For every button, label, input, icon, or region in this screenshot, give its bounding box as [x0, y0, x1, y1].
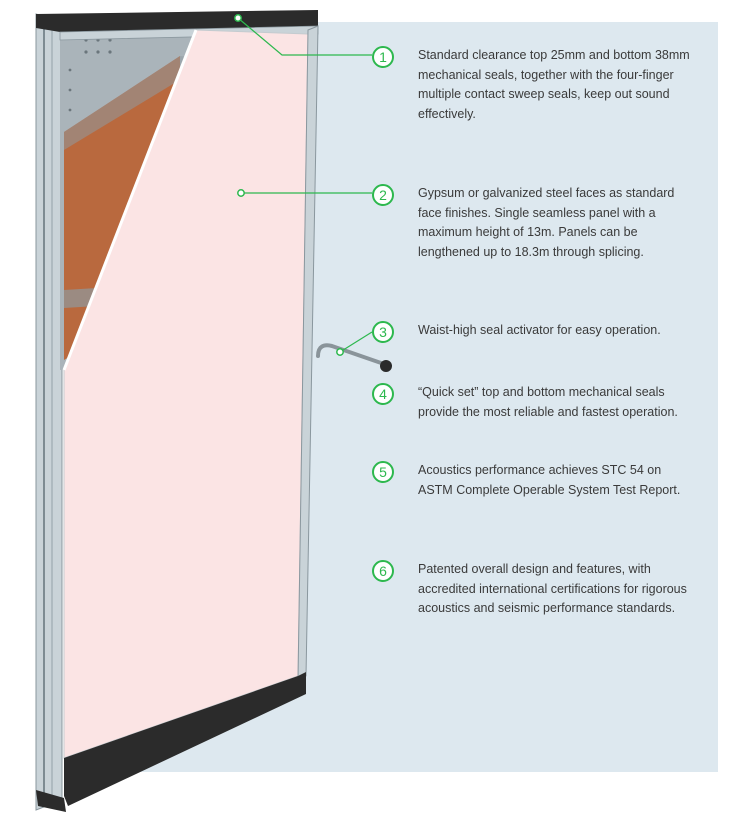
- panel-left-stile: [35, 13, 63, 811]
- callout-text: Patented overall design and features, wi…: [418, 562, 687, 615]
- callout-number-badge: 5: [372, 461, 394, 483]
- callout-leader-lines: [237, 17, 373, 353]
- anchor-dot-2: [237, 189, 245, 197]
- callout-text: “Quick set” top and bottom mechanical se…: [418, 385, 678, 419]
- callout-text: Gypsum or galvanized steel faces as stan…: [418, 186, 675, 259]
- bottom-white-strip: [212, 790, 750, 828]
- panel-bottom-seal: [64, 672, 306, 806]
- callout-anchor-dots: [234, 14, 344, 356]
- anchor-dot-1: [234, 14, 242, 22]
- leader-line-1: [237, 17, 372, 56]
- callout-number-badge: 6: [372, 560, 394, 582]
- callout-text: Waist-high seal activator for easy opera…: [418, 323, 661, 337]
- callout-number-badge: 2: [372, 184, 394, 206]
- seal-activator-handle: [316, 343, 392, 372]
- callout-number-badge: 1: [372, 46, 394, 68]
- anchor-dot-3: [336, 348, 344, 356]
- callout-number-badge: 4: [372, 383, 394, 405]
- callout-number-badge: 3: [372, 321, 394, 343]
- callout-text: Standard clearance top 25mm and bottom 3…: [418, 48, 690, 121]
- panel-bottom-left-seal: [36, 790, 66, 812]
- callout-text: Acoustics performance achieves STC 54 on…: [418, 463, 681, 497]
- leader-line-3: [339, 331, 373, 353]
